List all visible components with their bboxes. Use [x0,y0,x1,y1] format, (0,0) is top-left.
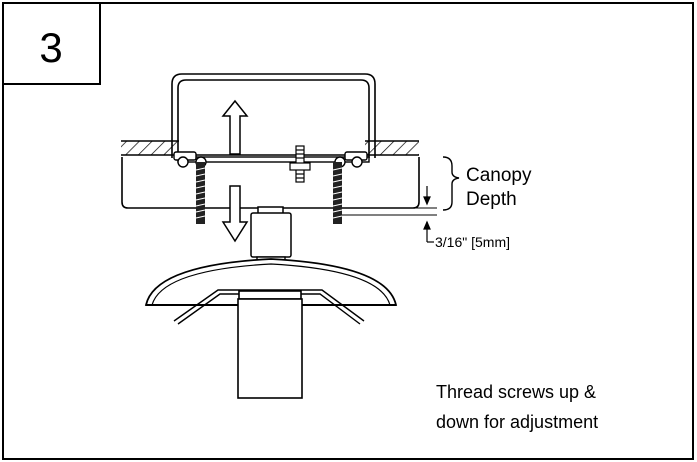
dimension-arrow-icon [423,186,434,243]
step-number: 3 [39,24,62,71]
gap-dimension-label: 3/16" [5mm] [435,234,510,250]
center-screw [289,145,311,183]
junction-box [171,73,376,158]
threaded-coupling [250,206,292,258]
mounting-screw-right [332,162,343,224]
step-number-box: 3 [2,2,101,85]
canopy-depth-label-line1: Canopy [466,165,532,186]
arrow-up-icon [221,99,249,155]
mounting-screw-left [195,162,206,224]
adjustment-note-line2: down for adjustment [436,412,598,432]
adjustment-note-line1: Thread screws up & [436,382,596,402]
mounting-bar [173,151,370,168]
canopy-depth-brace [442,156,460,211]
arrow-down-icon [221,185,249,243]
socket-housing [237,290,303,399]
canopy-depth-label-line2: Depth [466,189,517,210]
